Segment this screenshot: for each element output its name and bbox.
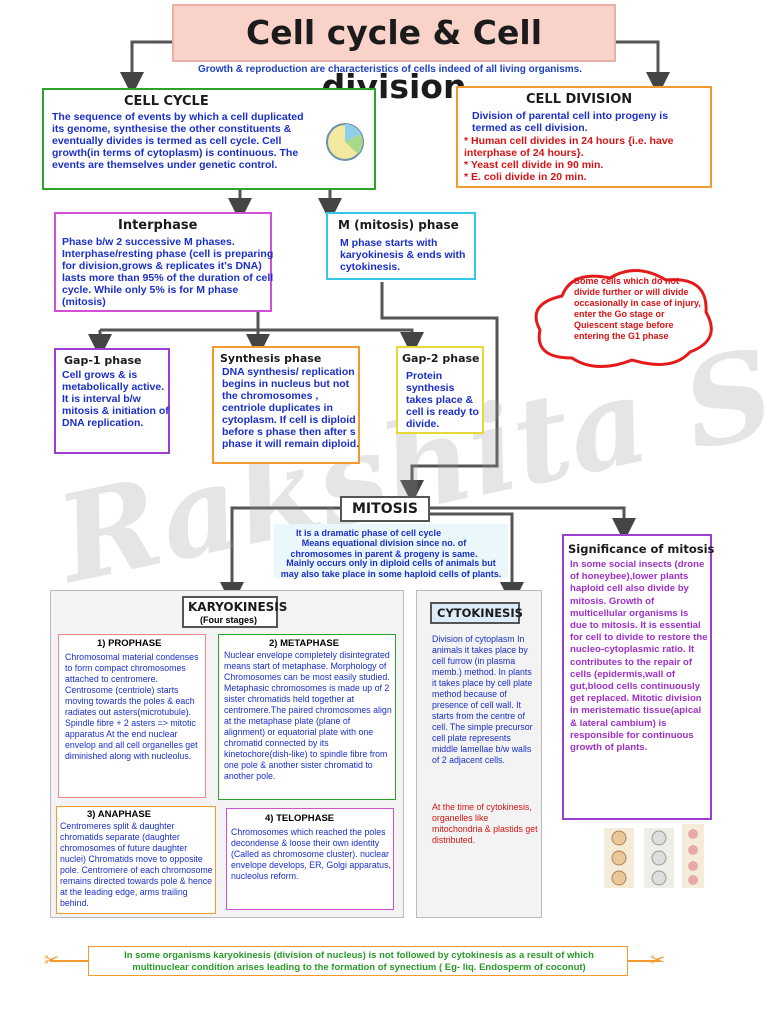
significance-heading: Significance of mitosis bbox=[568, 542, 715, 556]
mitosis-line-2: Means equational division since no. of c… bbox=[290, 538, 478, 559]
footer-text: In some organisms karyokinesis (division… bbox=[124, 950, 594, 973]
metaphase-heading: 2) METAPHASE bbox=[269, 638, 340, 649]
synthesis-text: DNA synthesis/ replication begins in nuc… bbox=[222, 366, 360, 450]
quiescent-cloud bbox=[534, 269, 713, 369]
gap2-text: Protein synthesis takes place & cell is … bbox=[406, 370, 479, 430]
interphase-box: Interphase Phase b/w 2 successive M phas… bbox=[54, 212, 274, 312]
significance-box: Significance of mitosis In some social i… bbox=[562, 534, 715, 820]
quiescent-cloud-text: Some cells which do not divide further o… bbox=[574, 276, 701, 341]
synthesis-box: Synthesis phase DNA synthesis/ replicati… bbox=[212, 346, 360, 464]
cell-division-box: CELL DIVISION Division of parental cell … bbox=[456, 86, 712, 188]
cell-cycle-heading: CELL CYCLE bbox=[124, 94, 209, 109]
footer-right-icon: ✂ bbox=[650, 950, 666, 970]
anaphase-text: Centromeres split & daughter chromatids … bbox=[60, 821, 213, 908]
mitosis-box: MITOSIS bbox=[340, 496, 430, 522]
gap1-text: Cell grows & is metabolically active. It… bbox=[62, 369, 169, 429]
prophase-text: Chromosomal material condenses to form c… bbox=[65, 652, 199, 761]
m-phase-text: M phase starts with karyokinesis & ends … bbox=[340, 237, 466, 273]
mitosis-heading: MITOSIS bbox=[352, 501, 418, 517]
cell-cycle-box: CELL CYCLE The sequence of events by whi… bbox=[42, 88, 376, 190]
prophase-heading: 1) PROPHASE bbox=[97, 638, 162, 649]
karyokinesis-box: KARYOKINESIS (Four stages) bbox=[182, 596, 287, 628]
cytokinesis-red-text: At the time of cytokinesis, organelles l… bbox=[432, 802, 538, 845]
karyokinesis-heading: KARYOKINESIS bbox=[188, 600, 288, 614]
cell-division-heading: CELL DIVISION bbox=[526, 92, 633, 107]
anaphase-heading: 3) ANAPHASE bbox=[87, 809, 152, 820]
gap1-box: Gap-1 phase Cell grows & is metabolicall… bbox=[54, 348, 170, 454]
m-phase-box: M (mitosis) phase M phase starts with ka… bbox=[326, 212, 476, 280]
cell-division-point-3: * E. coli divide in 20 min. bbox=[464, 171, 587, 183]
anaphase-box: 3) ANAPHASE Centromeres split & daughter… bbox=[56, 806, 216, 914]
gap2-heading: Gap-2 phase bbox=[402, 352, 480, 365]
karyokinesis-subheading: (Four stages) bbox=[200, 615, 258, 625]
m-phase-heading: M (mitosis) phase bbox=[338, 218, 459, 232]
page-title: Cell cycle & Cell division bbox=[172, 4, 616, 106]
cell-division-point-2: * Yeast cell divide in 90 min. bbox=[464, 159, 604, 171]
footer-left-icon: ✂ bbox=[44, 950, 60, 970]
mitosis-description-box bbox=[274, 524, 508, 578]
interphase-heading: Interphase bbox=[118, 218, 198, 233]
cytokinesis-heading: CYTOKINESIS bbox=[437, 606, 523, 620]
telophase-heading: 4) TELOPHASE bbox=[265, 813, 335, 824]
synthesis-heading: Synthesis phase bbox=[220, 352, 322, 365]
cell-division-point-1: * Human cell divides in 24 hours {i.e. h… bbox=[464, 135, 674, 159]
page-subtitle: Growth & reproduction are characteristic… bbox=[198, 64, 582, 75]
cytokinesis-text: Division of cytoplasm In animals it take… bbox=[432, 634, 533, 765]
telophase-box: 4) TELOPHASE Chromosomes which reached t… bbox=[226, 808, 394, 910]
metaphase-box: 2) METAPHASE Nuclear envelope completely… bbox=[218, 634, 396, 800]
mitosis-line-3: Mainly occurs only in diploid cells of a… bbox=[280, 558, 502, 579]
mitosis-stage-images bbox=[604, 824, 704, 888]
gap1-heading: Gap-1 phase bbox=[64, 354, 142, 367]
cell-cycle-figure bbox=[326, 123, 364, 161]
prophase-box: 1) PROPHASE Chromosomal material condens… bbox=[58, 634, 206, 798]
cell-division-intro: Division of parental cell into progeny i… bbox=[472, 110, 669, 134]
gap2-box: Gap-2 phase Protein synthesis takes plac… bbox=[396, 346, 484, 434]
telophase-text: Chromosomes which reached the poles deco… bbox=[231, 827, 391, 881]
footer-box: In some organisms karyokinesis (division… bbox=[88, 946, 628, 976]
mitosis-line-1: It is a dramatic phase of cell cycle bbox=[296, 528, 442, 538]
cytokinesis-box: CYTOKINESIS bbox=[430, 602, 523, 624]
interphase-text: Phase b/w 2 successive M phases. Interph… bbox=[62, 236, 274, 308]
metaphase-text: Nuclear envelope completely disintegrate… bbox=[224, 650, 392, 781]
significance-text: In some social insects (drone of honeybe… bbox=[570, 559, 708, 754]
cytokinesis-panel bbox=[416, 590, 542, 918]
cell-cycle-text: The sequence of events by which a cell d… bbox=[52, 111, 304, 171]
